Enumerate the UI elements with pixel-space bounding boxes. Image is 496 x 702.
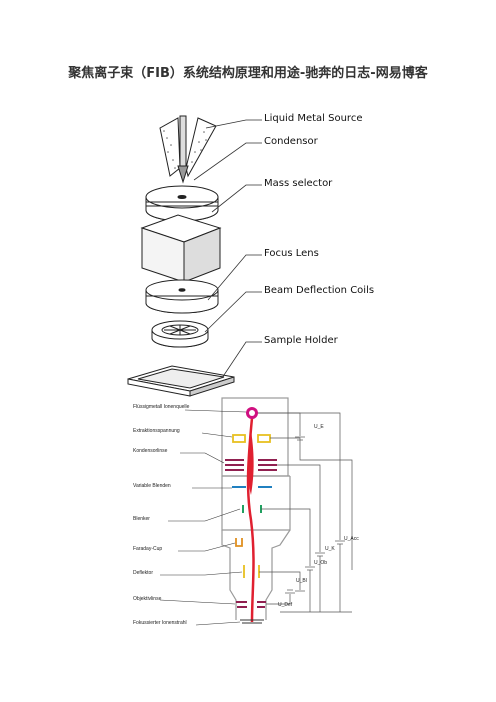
label-variable-blenden: Variable Blenden bbox=[133, 483, 171, 489]
voltage-wiring bbox=[258, 412, 353, 613]
mass-selector-illustration bbox=[140, 214, 222, 283]
label-mass-selector: Mass selector bbox=[264, 178, 333, 189]
label-extraktionsspannung: Extraktionsspannung bbox=[133, 428, 180, 434]
voltage-label-ue: U_E bbox=[314, 424, 324, 430]
label-fluessigmetall-ionenquelle: Flüssigmetall Ionenquelle bbox=[133, 404, 190, 410]
voltage-label-uacc: U_Acc bbox=[344, 536, 359, 542]
condensor-illustration bbox=[145, 185, 219, 222]
faraday-cup bbox=[235, 538, 243, 547]
liquid-metal-source-illustration bbox=[159, 115, 217, 184]
label-focus-lens: Focus Lens bbox=[264, 248, 319, 259]
voltage-label-uob: U_Ob bbox=[314, 560, 328, 566]
label-beam-deflection-coils: Beam Deflection Coils bbox=[264, 285, 375, 296]
blanker-plates bbox=[242, 505, 262, 513]
page-title: 聚焦离子束（FIB）系统结构原理和用途-驰奔的日志-网易博客 bbox=[68, 66, 428, 81]
label-kondensorlinse: Kondensorlinse bbox=[133, 448, 168, 454]
sample-surface bbox=[240, 619, 264, 624]
label-deflektor: Deflektor bbox=[133, 570, 154, 576]
label-fokussierter-ionenstrahl: Fokussierter Ionenstrahl bbox=[133, 620, 187, 626]
voltage-label-uk: U_K bbox=[325, 546, 335, 552]
voltage-label-ubl: U_Bl bbox=[296, 578, 307, 584]
label-objektivlinse: Objektivlinse bbox=[133, 596, 162, 602]
objective-lens bbox=[236, 601, 266, 608]
label-faraday-cup: Faraday-Cup bbox=[133, 546, 163, 552]
sample-holder-illustration bbox=[127, 365, 235, 397]
deflector-plates bbox=[243, 565, 260, 578]
extraction-electrodes bbox=[232, 434, 271, 443]
label-liquid-metal-source: Liquid Metal Source bbox=[264, 113, 363, 124]
label-condensor: Condensor bbox=[264, 136, 318, 147]
label-sample-holder: Sample Holder bbox=[264, 335, 338, 346]
column-housing bbox=[221, 397, 291, 620]
label-blenker: Blenker bbox=[133, 516, 150, 522]
focus-lens-illustration bbox=[145, 279, 219, 314]
schematic-leader-lines bbox=[159, 409, 247, 626]
condenser-lens bbox=[225, 459, 277, 471]
beam-deflection-coils-illustration bbox=[151, 320, 209, 348]
voltage-label-udef: U_Def bbox=[278, 602, 293, 608]
